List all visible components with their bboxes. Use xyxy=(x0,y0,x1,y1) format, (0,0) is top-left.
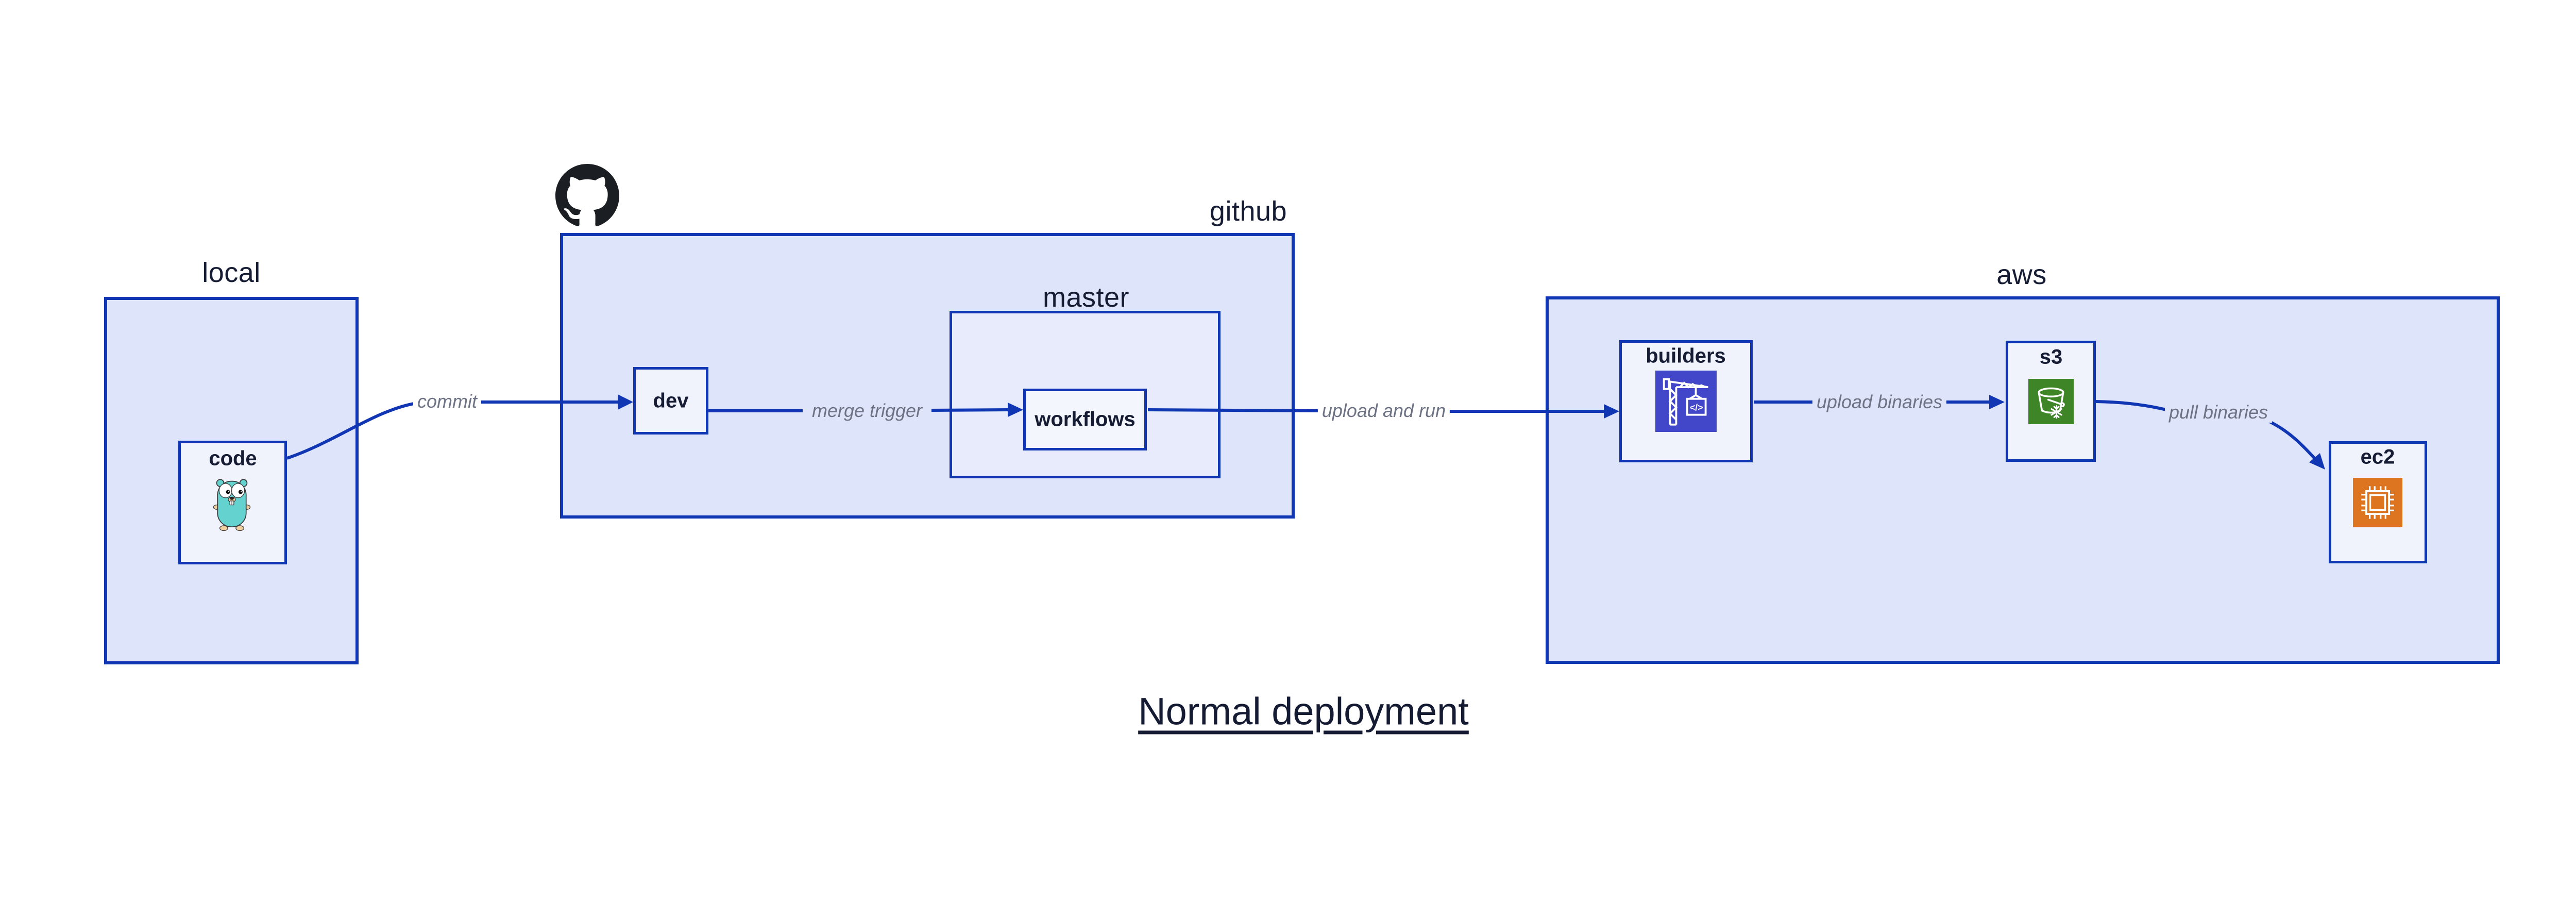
zone-master-label: master xyxy=(1042,282,1130,313)
commit-edge-label: commit xyxy=(413,391,481,412)
svg-text:</>: </> xyxy=(1690,402,1703,412)
diagram-title: Normal deployment xyxy=(1138,690,1469,733)
node-dev-label: dev xyxy=(653,389,689,412)
zone-aws-label: aws xyxy=(1996,259,2047,290)
pull-binaries-edge-label: pull binaries xyxy=(2164,402,2273,423)
upload-binaries-edge-label: upload binaries xyxy=(1812,392,1947,412)
node-workflows xyxy=(1023,389,1147,450)
s3-glacier-bucket-icon xyxy=(2028,379,2074,424)
node-dev xyxy=(633,367,708,435)
merge-trigger-edge-label: merge trigger xyxy=(807,400,927,421)
go-gopher-icon xyxy=(212,475,252,532)
codebuild-crane-icon: </> xyxy=(1655,371,1717,432)
zone-local-label: local xyxy=(202,257,261,288)
upload-and-run-edge-label: upload and run xyxy=(1317,400,1450,421)
zone-github-label: github xyxy=(1209,196,1287,227)
node-builders xyxy=(1619,340,1753,462)
node-ec2-label: ec2 xyxy=(2360,445,2395,469)
github-octocat-icon xyxy=(555,164,619,228)
node-builders-label: builders xyxy=(1646,344,1726,368)
node-s3-label: s3 xyxy=(2039,345,2063,369)
node-workflows-label: workflows xyxy=(1035,408,1136,431)
ec2-chip-icon xyxy=(2353,478,2402,527)
node-code-label: code xyxy=(209,447,257,470)
